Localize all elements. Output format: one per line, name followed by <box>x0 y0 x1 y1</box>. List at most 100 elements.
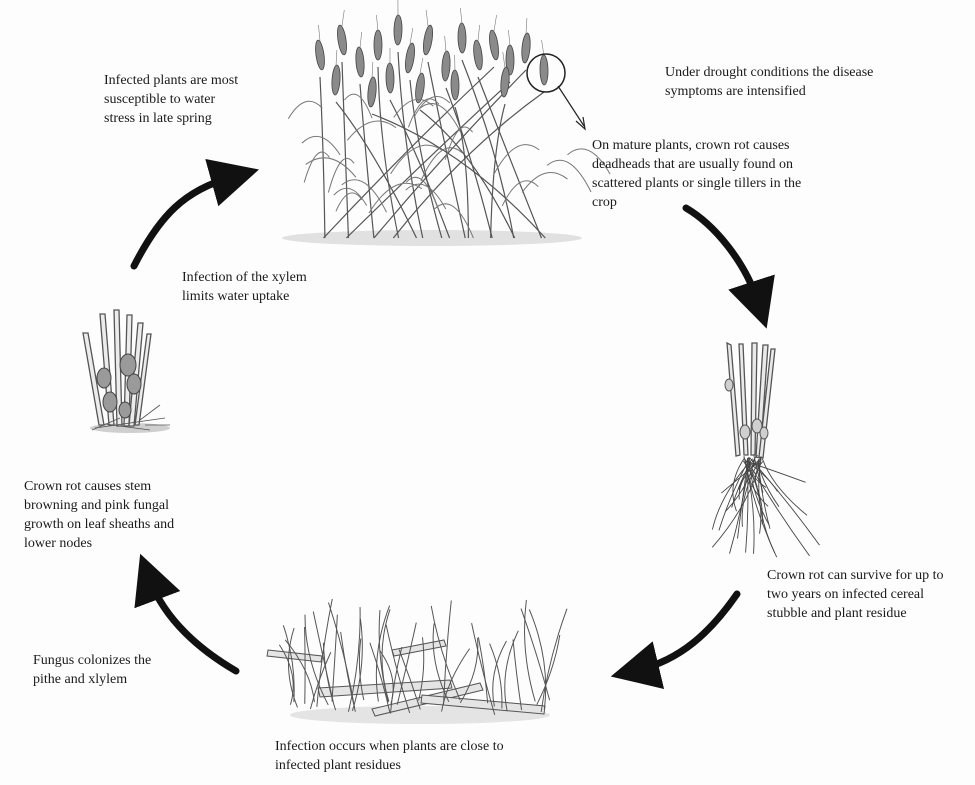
seedling-leaf <box>375 605 391 702</box>
seedling-leaf <box>312 611 334 703</box>
wheat-awn <box>502 51 506 69</box>
mature-wheat-crop-illustration <box>282 0 611 246</box>
wheat-leaf <box>420 147 463 182</box>
wheat-awn <box>376 14 379 32</box>
root-strand <box>732 457 745 512</box>
seedling-leaf <box>477 637 489 704</box>
seedling-leaf <box>304 626 306 704</box>
wheat-awn <box>335 49 338 67</box>
wheat-leaf <box>413 95 451 118</box>
seedling-leaf <box>432 623 450 703</box>
infected-stems <box>82 309 152 427</box>
wheat-stems <box>319 51 546 239</box>
infection-note: Infection occurs when plants are close t… <box>275 739 504 773</box>
pointer-line <box>557 85 585 127</box>
wheat-stem <box>389 99 451 239</box>
root-strand <box>748 462 778 492</box>
seedling-leaf <box>309 652 332 710</box>
seedling-leaf <box>418 637 425 701</box>
wheat-leaf <box>287 100 323 120</box>
seedling-leaf <box>504 630 519 712</box>
wheat-leaf <box>501 180 539 207</box>
wheat-head <box>373 29 383 61</box>
wheat-head <box>457 22 467 54</box>
wheat-stem <box>490 103 506 239</box>
root-strand <box>711 456 762 548</box>
wheat-head <box>331 64 341 96</box>
wheat-stem <box>371 113 546 239</box>
wheat-stem <box>377 66 400 239</box>
wheat-stem <box>341 61 350 239</box>
stem-base-debris <box>91 404 170 431</box>
stubble-with-roots-illustration <box>711 341 820 558</box>
seedling-leaf <box>459 637 479 704</box>
wheat-stem <box>359 83 375 239</box>
wheat-stem <box>397 51 424 239</box>
arrow-to-seedlings <box>610 590 741 689</box>
colonize-note: Fungus colonizes the pithe and xlylem <box>33 653 152 687</box>
wheat-awn <box>493 14 497 32</box>
browned-nodes <box>96 353 142 419</box>
wheat-head <box>337 24 347 56</box>
wheat-head <box>367 76 377 108</box>
wheat-stem <box>454 106 469 239</box>
seedling-leaf <box>282 625 295 702</box>
wheat-leaf <box>346 120 397 141</box>
wheat-awn <box>477 24 480 42</box>
wheat-head <box>441 50 451 82</box>
root-strand <box>754 461 764 488</box>
seedling-leaf <box>379 650 394 704</box>
wheat-leaf <box>341 179 387 213</box>
wheat-leaf <box>344 93 373 119</box>
survival-note: Crown rot can survive for up to two year… <box>767 568 944 621</box>
wheat-head <box>450 69 460 101</box>
root-strand <box>746 459 810 557</box>
drought-note: Under drought conditions the disease sym… <box>665 65 874 99</box>
wheat-head <box>521 32 531 64</box>
wheat-head <box>405 42 415 74</box>
wheat-head <box>315 39 325 71</box>
root-strand <box>751 460 767 488</box>
water-stress-note: Infected plants are most susceptible to … <box>104 73 239 126</box>
wheat-leaf <box>492 144 540 176</box>
wheat-head <box>422 24 434 56</box>
xylem-note: Infection of the xylem limits water upta… <box>182 270 307 304</box>
wheat-head <box>473 39 483 71</box>
wheat-leaf <box>301 135 341 156</box>
wheat-leaf <box>418 103 461 133</box>
magnifier-circle <box>526 53 566 93</box>
seedling-leaf <box>358 638 365 701</box>
wheat-leaf <box>368 182 423 214</box>
wheat-head <box>489 29 499 61</box>
root-system <box>711 454 820 558</box>
seedling-leaf <box>441 648 471 712</box>
root-strand <box>743 457 762 534</box>
seedling-leaf <box>316 598 333 707</box>
wheat-awn <box>359 31 362 49</box>
wheat-leaf <box>521 172 568 193</box>
wheat-head <box>415 72 425 104</box>
wheat-head <box>539 54 549 86</box>
wheat-leaf <box>305 157 357 178</box>
stem-browning-note: Crown rot causes stem browning and pink … <box>24 479 175 551</box>
wheat-stem <box>335 101 418 239</box>
wheat-leaf <box>390 144 443 175</box>
seedling-leaf <box>288 627 298 708</box>
root-strand <box>744 460 806 483</box>
seedling-leaf <box>378 609 389 703</box>
wheat-awn <box>371 61 374 79</box>
seedling-leaf <box>278 644 294 705</box>
seedling-leaf <box>512 639 523 711</box>
wheat-awn <box>541 39 545 57</box>
wheat-leaf <box>434 203 474 239</box>
seedling-leaf <box>528 609 547 710</box>
wheat-leaf <box>335 192 363 212</box>
seedling-leaf <box>369 642 391 712</box>
seedling-leaf <box>304 614 329 706</box>
wheat-heads <box>315 0 549 108</box>
arrow-to-stubble <box>682 204 775 329</box>
root-strand <box>738 454 758 490</box>
wheat-leaf <box>327 157 355 193</box>
wheat-awn <box>409 27 414 45</box>
